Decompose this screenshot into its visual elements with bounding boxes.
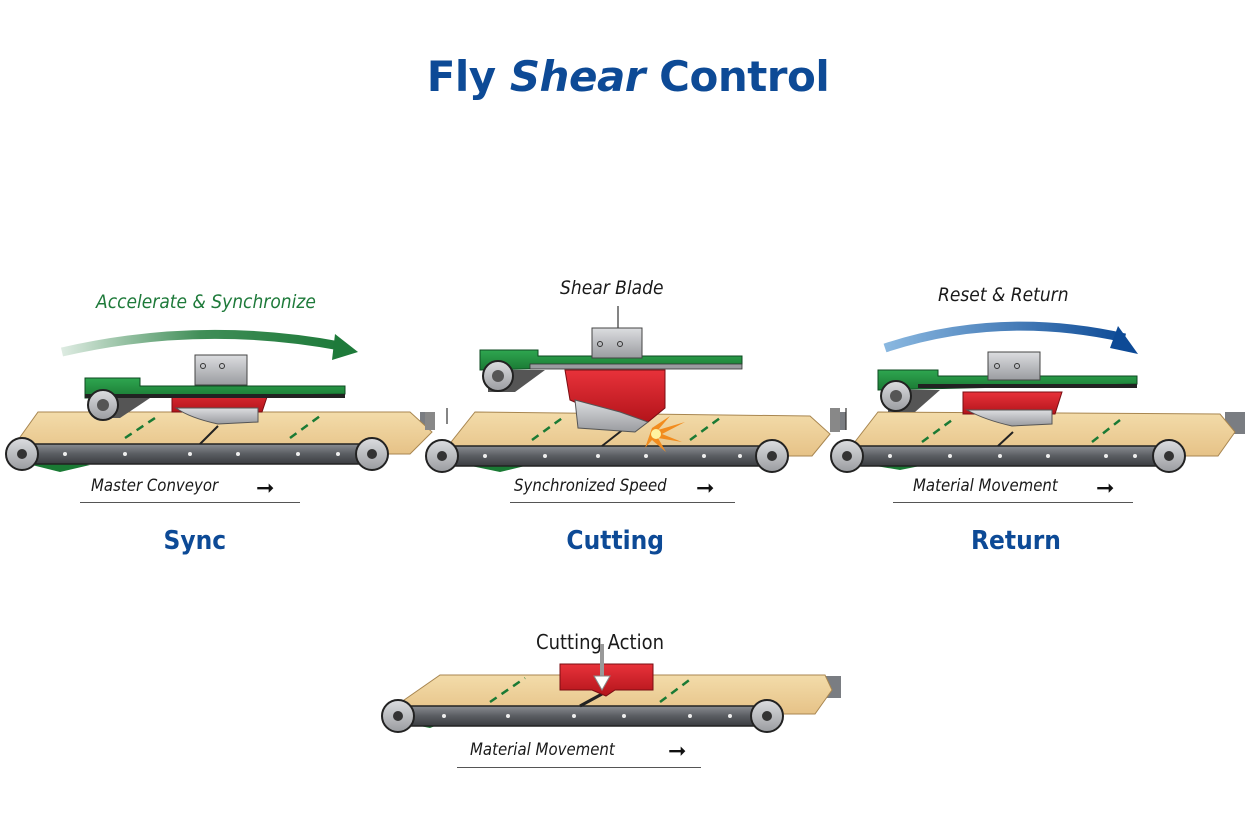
material-movement-caption: Material Movement bbox=[913, 476, 1058, 496]
accelerate-arrow bbox=[60, 329, 341, 357]
synchronized-speed-caption: Synchronized Speed bbox=[514, 476, 667, 496]
master-conveyor-caption: Master Conveyor bbox=[91, 476, 219, 496]
conveyor bbox=[5, 411, 434, 472]
sync-scene bbox=[5, 329, 434, 472]
phase-cutting: Cutting bbox=[566, 526, 665, 556]
right-arrow-icon: ➞ bbox=[668, 739, 687, 764]
spark-icon bbox=[645, 416, 685, 452]
phase-return: Return bbox=[970, 526, 1061, 556]
right-arrow-icon: ➞ bbox=[696, 476, 715, 501]
title-part-fly: Fly bbox=[426, 52, 510, 101]
shear-blade-label: Shear Blade bbox=[560, 277, 664, 299]
down-arrow-icon bbox=[593, 644, 611, 692]
accelerate-arrowhead bbox=[332, 334, 358, 360]
shear-carriage bbox=[479, 327, 743, 433]
shear-carriage bbox=[877, 351, 1138, 427]
right-arrow-icon: ➞ bbox=[1096, 476, 1115, 501]
title-part-shear: Shear bbox=[509, 52, 646, 101]
return-arrow bbox=[883, 321, 1126, 353]
detail-material-movement-caption: Material Movement bbox=[470, 740, 615, 760]
return-scene bbox=[830, 321, 1245, 473]
caption-underline bbox=[893, 502, 1133, 503]
belt bbox=[21, 443, 373, 465]
return-arrowhead bbox=[1110, 326, 1138, 354]
right-arrow-icon: ➞ bbox=[256, 476, 275, 501]
accelerate-label: Accelerate & Synchronize bbox=[96, 291, 316, 313]
belt bbox=[441, 445, 773, 467]
belt bbox=[846, 445, 1170, 467]
caption-underline bbox=[510, 502, 735, 503]
caption-underline bbox=[457, 767, 701, 768]
title-part-control: Control bbox=[645, 52, 830, 101]
cutting-action-scene bbox=[381, 644, 841, 733]
belt bbox=[397, 705, 769, 727]
caption-underline bbox=[80, 502, 300, 503]
cutting-scene bbox=[425, 306, 846, 473]
conveyor bbox=[830, 408, 1245, 473]
shear-carriage bbox=[84, 354, 346, 425]
page-title: Fly Shear Control bbox=[0, 52, 1256, 101]
reset-return-label: Reset & Return bbox=[938, 284, 1069, 306]
conveyor bbox=[425, 408, 846, 473]
phase-sync: Sync bbox=[163, 526, 227, 556]
